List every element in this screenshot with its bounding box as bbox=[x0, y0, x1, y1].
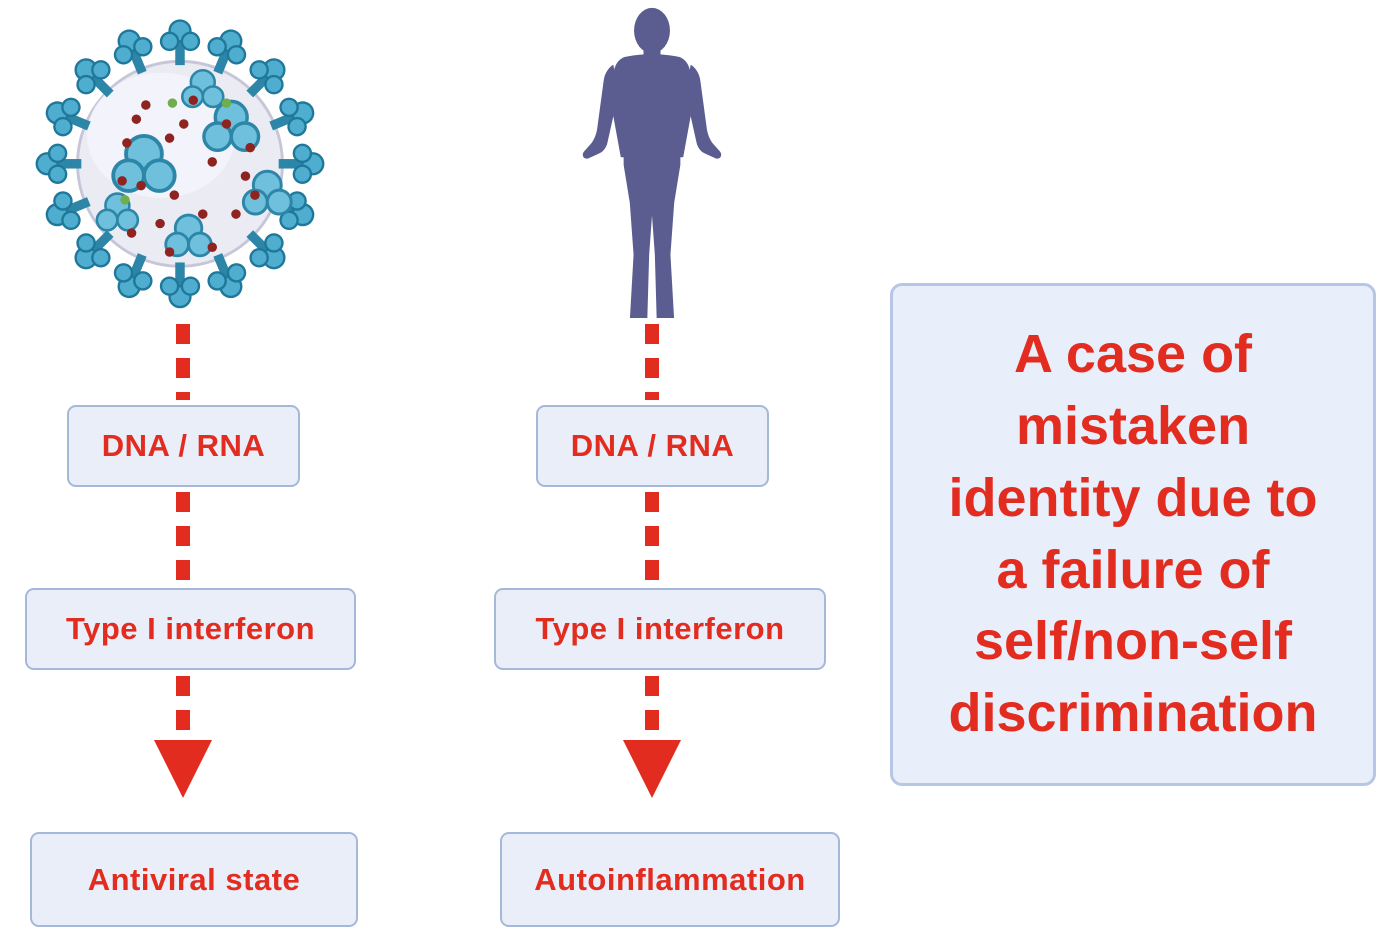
box-antiviral-state: Antiviral state bbox=[30, 832, 358, 927]
box-label: Type I interferon bbox=[535, 611, 785, 646]
note-line: mistaken bbox=[1015, 395, 1251, 456]
arrowhead-virus bbox=[154, 740, 212, 798]
box-dna-rna-virus: DNA / RNA bbox=[67, 405, 300, 487]
arrowhead-human bbox=[623, 740, 681, 798]
dashed-arrow-virus-2 bbox=[176, 492, 190, 584]
note-line: identity due to bbox=[948, 467, 1318, 528]
box-type-i-interferon-virus: Type I interferon bbox=[25, 588, 356, 670]
dashed-arrow-virus-1 bbox=[176, 324, 190, 400]
box-label: Type I interferon bbox=[65, 611, 316, 646]
note-line: discrimination bbox=[948, 683, 1318, 744]
virus-icon bbox=[35, 19, 325, 309]
note-line: A case of bbox=[1013, 324, 1253, 385]
box-label: DNA / RNA bbox=[101, 428, 266, 463]
dashed-arrow-human-3 bbox=[645, 676, 659, 738]
box-label: DNA / RNA bbox=[570, 428, 735, 463]
note-box: A case of mistaken identity due to a fai… bbox=[890, 283, 1376, 786]
dashed-arrow-virus-3 bbox=[176, 676, 190, 738]
dashed-arrow-human-2 bbox=[645, 492, 659, 584]
box-autoinflammation: Autoinflammation bbox=[500, 832, 840, 927]
human-figure-icon bbox=[582, 7, 722, 318]
dashed-arrow-human-1 bbox=[645, 324, 659, 400]
note-line: self/non-self bbox=[973, 611, 1293, 672]
box-label: Antiviral state bbox=[87, 861, 301, 897]
note-line: a failure of bbox=[996, 539, 1270, 600]
box-type-i-interferon-human: Type I interferon bbox=[494, 588, 826, 670]
box-dna-rna-human: DNA / RNA bbox=[536, 405, 769, 487]
box-label: Autoinflammation bbox=[534, 861, 806, 897]
